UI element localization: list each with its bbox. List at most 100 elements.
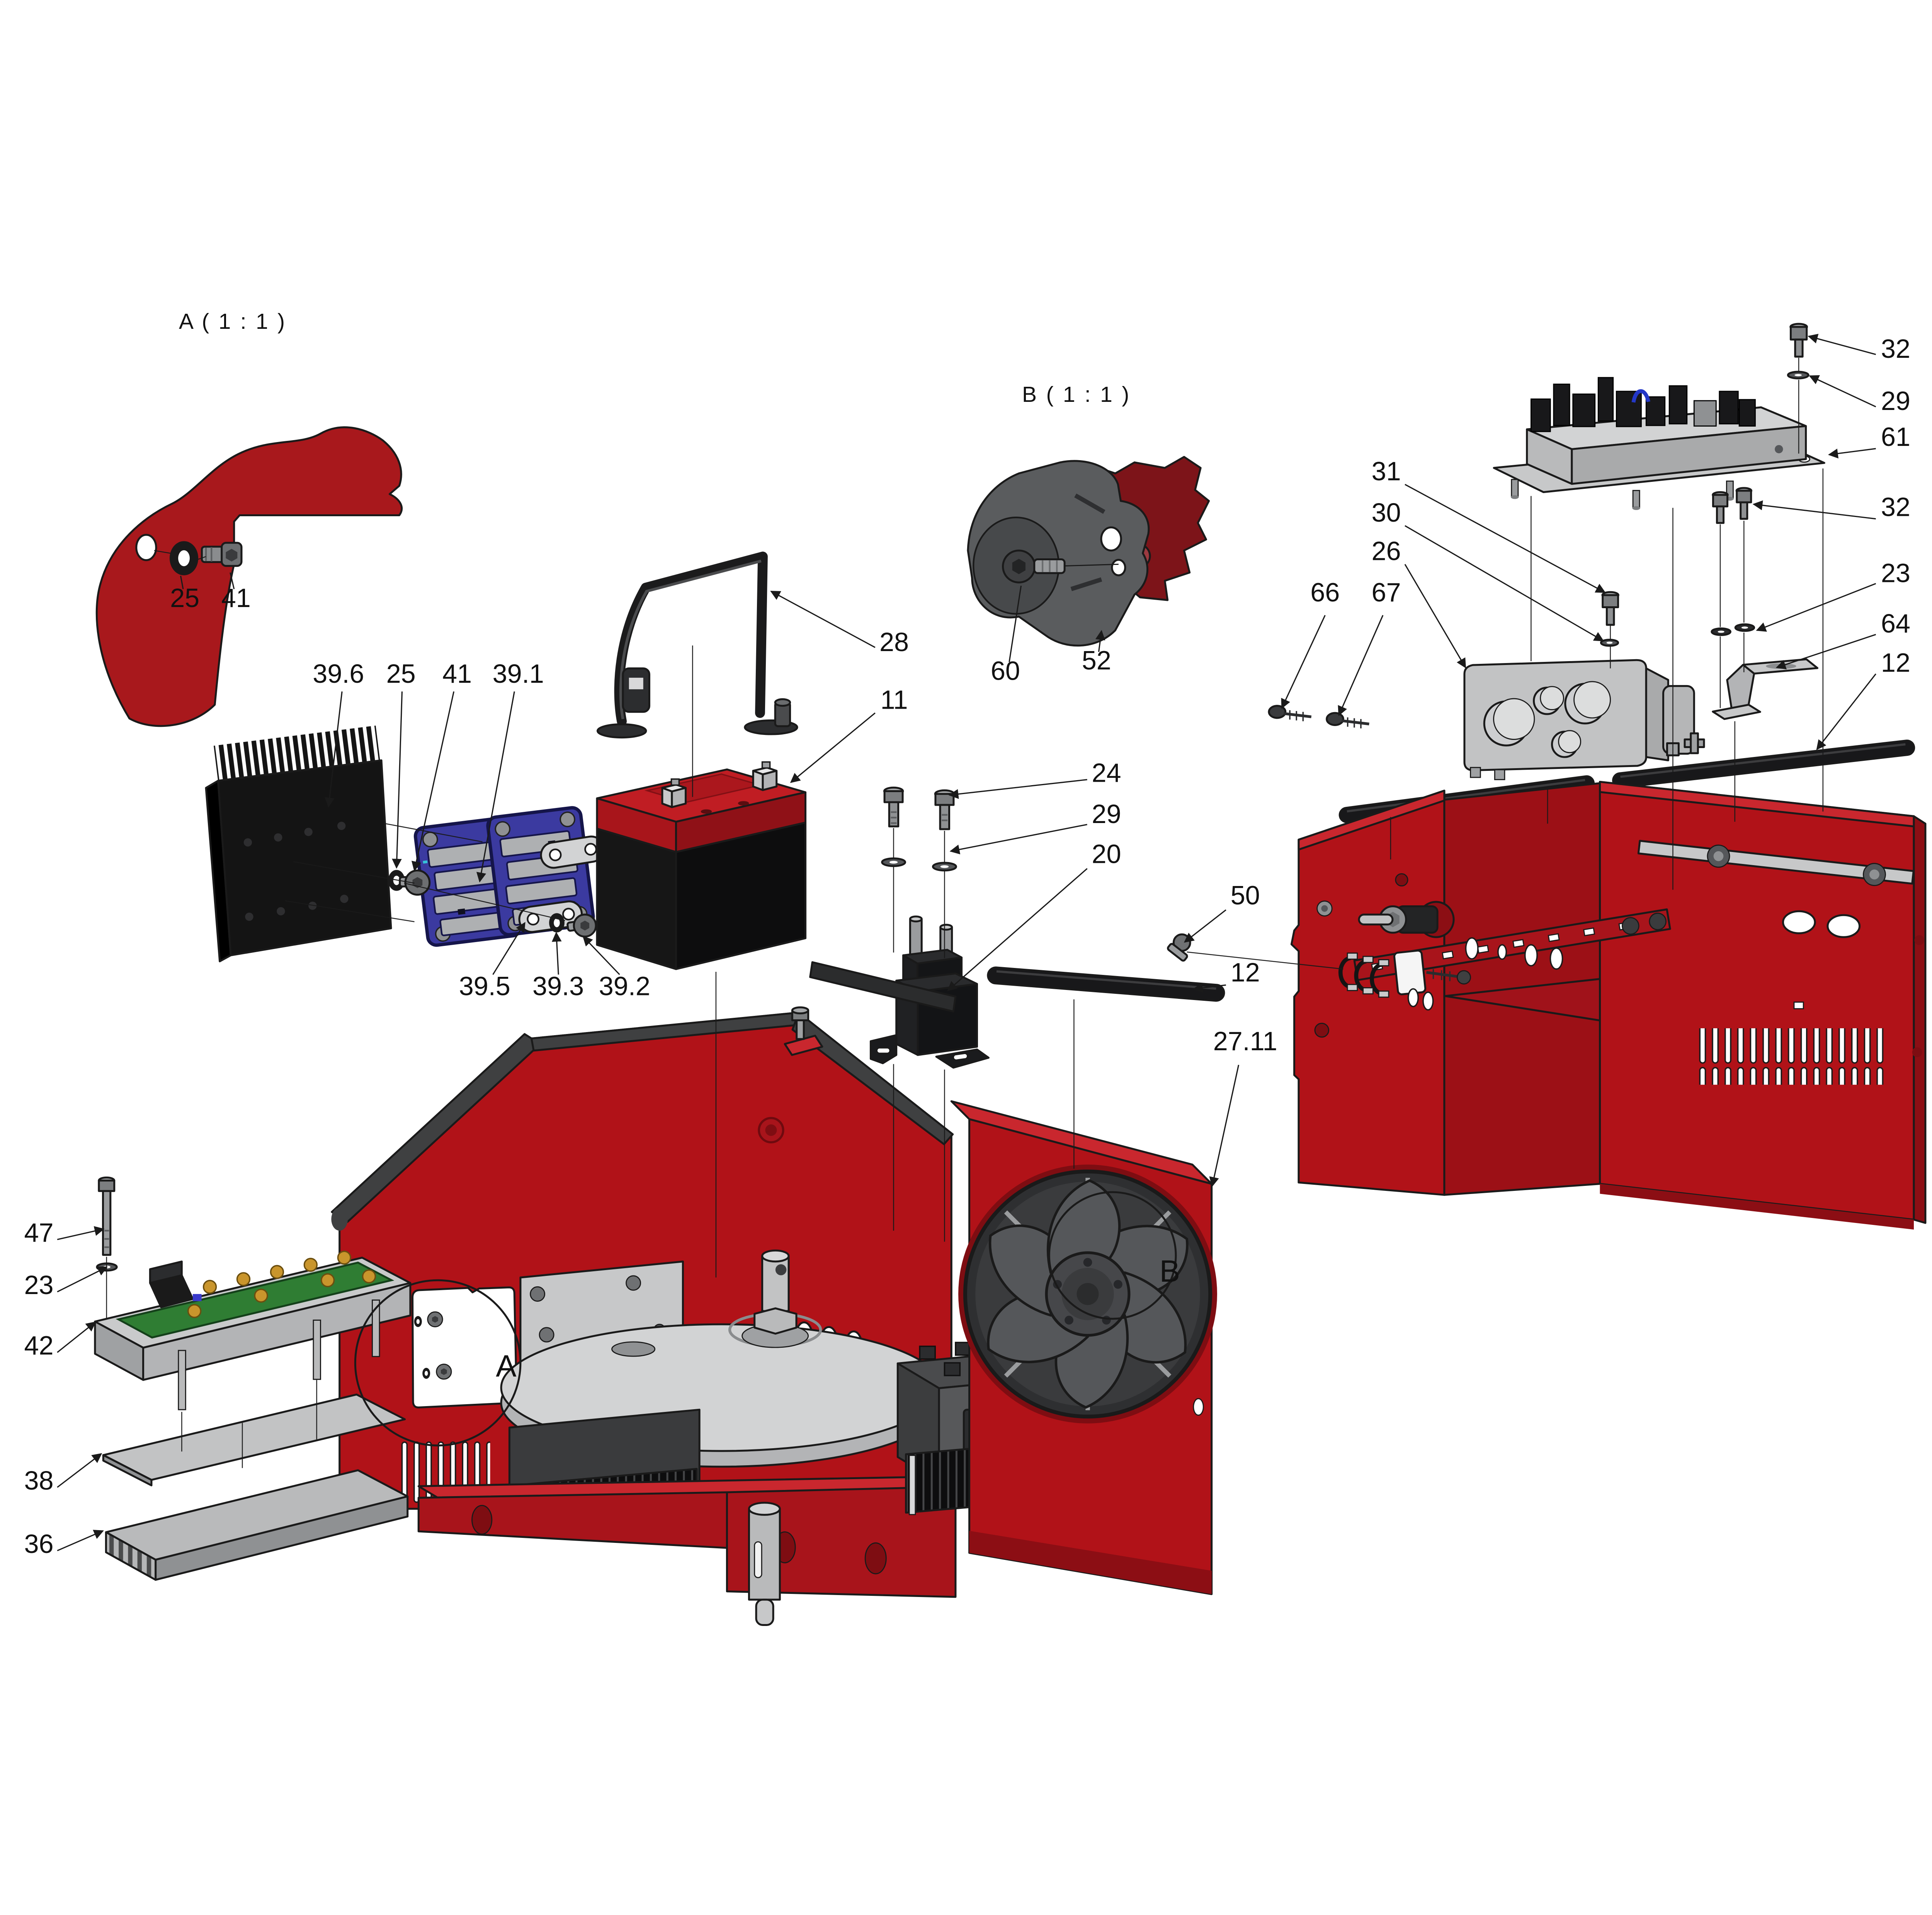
hex-socket-icon	[226, 549, 238, 562]
washer-29-right	[932, 862, 957, 872]
leader-line-66	[1281, 615, 1326, 709]
callout-29: 29	[1881, 386, 1910, 416]
callout-32: 32	[1881, 334, 1910, 364]
callout-29: 29	[1092, 799, 1121, 829]
output-shaft	[1358, 901, 1455, 938]
callout-20: 20	[1092, 840, 1121, 869]
leader-line-67	[1338, 615, 1384, 716]
leader-line-25	[392, 691, 403, 869]
igbt-plate-39-1-left	[413, 816, 523, 947]
leader-line-12	[1192, 983, 1226, 993]
pcb-connectors	[1530, 377, 1756, 432]
washers-23-pair	[1711, 623, 1755, 636]
leader-line-39.1	[476, 691, 515, 883]
leader-line-39.5	[492, 922, 526, 975]
washer-29-left	[881, 857, 906, 867]
screw-31	[1601, 591, 1619, 626]
callout-11: 11	[880, 685, 908, 714]
leader-line-42	[57, 1321, 96, 1353]
guide-line	[385, 823, 483, 842]
callout-30: 30	[1371, 498, 1401, 527]
cable-hole	[1827, 914, 1861, 938]
link-plate-39-5	[518, 900, 583, 933]
callout-26: 26	[1371, 537, 1401, 566]
detail-view-a	[95, 426, 403, 727]
callout-39.5: 39.5	[459, 972, 510, 1001]
pcb-assembly-61	[1493, 377, 1825, 510]
battery-11	[596, 761, 807, 970]
bolt-24-left	[883, 786, 904, 828]
leader-line-60	[1009, 585, 1022, 662]
callout-60: 60	[991, 656, 1020, 686]
leader-line-20	[947, 868, 1088, 992]
disc-center-shaft	[753, 1249, 798, 1335]
heatsink-39-6	[205, 725, 392, 963]
leader-line-25	[180, 575, 184, 589]
strap-anchor-tab	[784, 1034, 823, 1056]
battery-terminal-left	[661, 778, 687, 808]
callout-25: 25	[170, 583, 199, 613]
leader-line-39.3	[551, 932, 562, 975]
cable-hole	[1782, 910, 1816, 934]
leader-line-30	[1405, 525, 1604, 641]
control-board-tray-42	[94, 1250, 412, 1410]
leader-line-23	[57, 1266, 108, 1293]
guide-line	[293, 861, 415, 884]
callout-41: 41	[221, 583, 251, 613]
view-marker-circle-A	[354, 1279, 522, 1447]
callout-23: 23	[24, 1270, 53, 1300]
heatsink-36	[105, 1469, 409, 1581]
center-assembly	[331, 961, 1217, 1626]
leader-line-24	[948, 779, 1087, 799]
detail-a-hole	[135, 534, 157, 561]
leader-line-27.11	[1209, 1065, 1240, 1187]
edge-trim-right	[791, 1012, 954, 1145]
leader-line-29	[1809, 375, 1876, 408]
inner-oval-holes	[1407, 937, 1563, 1011]
callout-23: 23	[1881, 559, 1910, 588]
leader-line-32	[1752, 500, 1876, 520]
callout-41: 41	[442, 659, 472, 689]
ridge-bolt	[796, 1018, 805, 1040]
leader-line-64	[1776, 634, 1876, 670]
fan	[963, 1169, 1213, 1418]
guide-line	[193, 556, 206, 561]
callout-64: 64	[1881, 609, 1910, 638]
interior-rail-silver	[1637, 840, 1915, 886]
callout-12: 12	[1881, 648, 1910, 677]
screw-47	[98, 1176, 116, 1256]
leader-line-47	[57, 1226, 105, 1240]
leader-line-38	[57, 1453, 102, 1488]
standoff	[178, 1350, 186, 1410]
battery-terminal-right	[752, 761, 778, 791]
rubber-strip-12-left	[987, 966, 1225, 1002]
foot-cylinder	[748, 1502, 781, 1626]
leader-line-12	[1816, 673, 1876, 750]
battery-strap-28	[596, 551, 798, 739]
heatsink-holes	[243, 821, 349, 921]
battery-body	[596, 827, 677, 970]
right-enclosure	[1290, 781, 1927, 1230]
washer-39-3	[549, 913, 565, 933]
enclosure-vents	[1695, 1028, 1885, 1085]
screws-32-pair	[1712, 487, 1752, 524]
guide-line	[154, 550, 179, 555]
guide-line	[1187, 951, 1344, 970]
blue-wire	[1631, 389, 1650, 403]
connector-box-26	[1463, 659, 1705, 781]
callout-12: 12	[1231, 958, 1260, 987]
callout-32: 32	[1881, 493, 1910, 522]
leader-line-39.2	[582, 935, 620, 975]
callout-39.1: 39.1	[493, 659, 544, 689]
callout-42: 42	[24, 1331, 53, 1361]
callout-52: 52	[1082, 646, 1111, 675]
leader-line-41	[411, 691, 455, 872]
leader-line-28	[770, 590, 876, 648]
washer-29-top-right	[1787, 371, 1810, 379]
guide-line	[404, 883, 565, 921]
rubber-strip-12-right	[1612, 740, 1915, 789]
leader-line-32	[1808, 333, 1876, 355]
view-marker-letter-B: B	[1160, 1254, 1180, 1288]
